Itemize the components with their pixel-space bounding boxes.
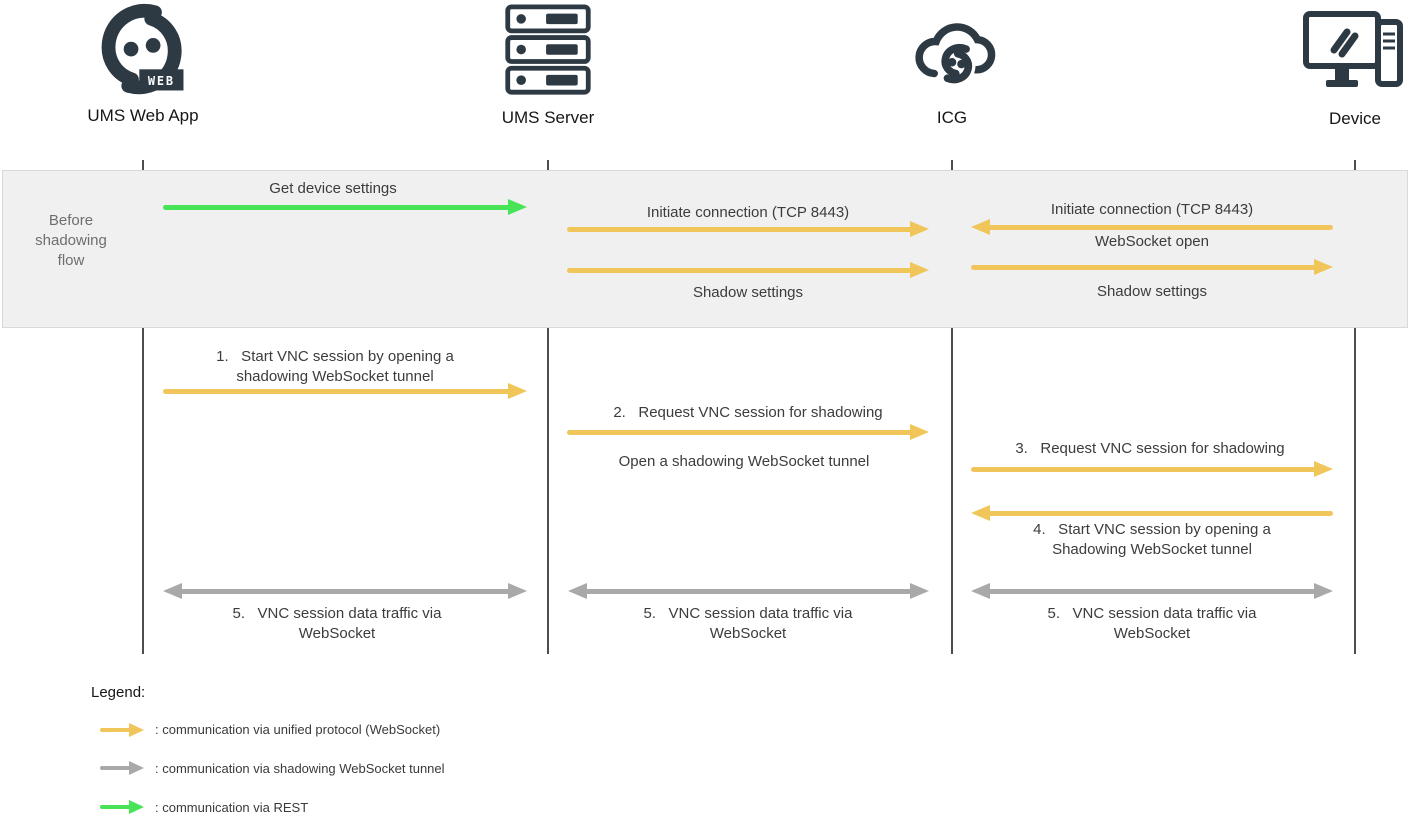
message-initiate-connection-device-icg: Initiate connection (TCP 8443) xyxy=(1050,201,1254,218)
message-step3: 3. Request VNC session for shadowing xyxy=(1015,440,1285,457)
phase-band-before-shadowing xyxy=(2,170,1408,328)
message-step1: 1. Start VNC session by opening a shadow… xyxy=(216,348,454,385)
arrow-step3 xyxy=(971,461,1333,477)
actor-label-ums-server: UMS Server xyxy=(501,108,595,127)
message-websocket-open: WebSocket open xyxy=(1095,233,1209,250)
web-badge-label: WEB xyxy=(148,74,175,88)
arrow-step2 xyxy=(567,424,929,440)
legend-shadowing-tunnel-label: : communication via shadowing WebSocket … xyxy=(155,761,445,776)
arrow-step1 xyxy=(163,383,527,399)
message-shadow-settings-icg-device: Shadow settings xyxy=(1096,283,1208,300)
legend-rest-label: : communication via REST xyxy=(155,800,309,815)
phase-band-label: Before shadowing flow xyxy=(35,212,107,269)
message-step4: 4. Start VNC session by opening a Shadow… xyxy=(1033,521,1271,558)
lifeline-device xyxy=(1354,160,1356,654)
arrow-step5-icg-device xyxy=(971,583,1333,599)
legend-title: Legend: xyxy=(91,684,146,701)
ums-server-icon xyxy=(505,4,591,95)
message-step2-sub: Open a shadowing WebSocket tunnel xyxy=(618,453,870,470)
lifeline-icg xyxy=(951,160,953,654)
legend-shadowing-tunnel-arrow-icon xyxy=(100,761,144,775)
icg-cloud-icon xyxy=(915,23,996,87)
arrow-shadow-settings-icg-device xyxy=(971,259,1333,275)
message-initiate-connection-server-icg: Initiate connection (TCP 8443) xyxy=(646,204,850,221)
message-get-device-settings: Get device settings xyxy=(269,180,397,197)
ums-web-app-logo-icon: WEB xyxy=(101,4,184,95)
message-step5-icg: 5. VNC session data traffic via WebSocke… xyxy=(1047,605,1257,642)
actor-label-icg: ICG xyxy=(936,108,968,127)
message-step5-webapp: 5. VNC session data traffic via WebSocke… xyxy=(232,605,442,642)
lifeline-ums-server xyxy=(547,160,549,654)
arrow-initiate-connection-device-icg xyxy=(971,219,1333,235)
legend-rest-arrow-icon xyxy=(100,800,144,814)
message-step5-server: 5. VNC session data traffic via WebSocke… xyxy=(643,605,853,642)
arrow-initiate-connection-server-icg xyxy=(567,221,929,237)
actor-label-ums-web-app: UMS Web App xyxy=(87,106,199,125)
message-shadow-settings-server-icg: Shadow settings xyxy=(692,284,804,301)
arrow-get-device-settings xyxy=(163,199,527,215)
legend-unified-protocol-label: : communication via unified protocol (We… xyxy=(155,722,441,737)
legend-unified-protocol-arrow-icon xyxy=(100,723,144,737)
actor-label-device: Device xyxy=(1329,109,1381,128)
arrow-step4 xyxy=(971,505,1333,521)
arrow-step5-server-icg xyxy=(568,583,929,599)
lifeline-ums-web-app xyxy=(142,160,144,654)
arrow-step5-webapp-server xyxy=(163,583,527,599)
device-icon xyxy=(1303,11,1403,87)
arrow-shadow-settings-server-icg xyxy=(567,262,929,278)
message-step2: 2. Request VNC session for shadowing xyxy=(613,404,883,421)
